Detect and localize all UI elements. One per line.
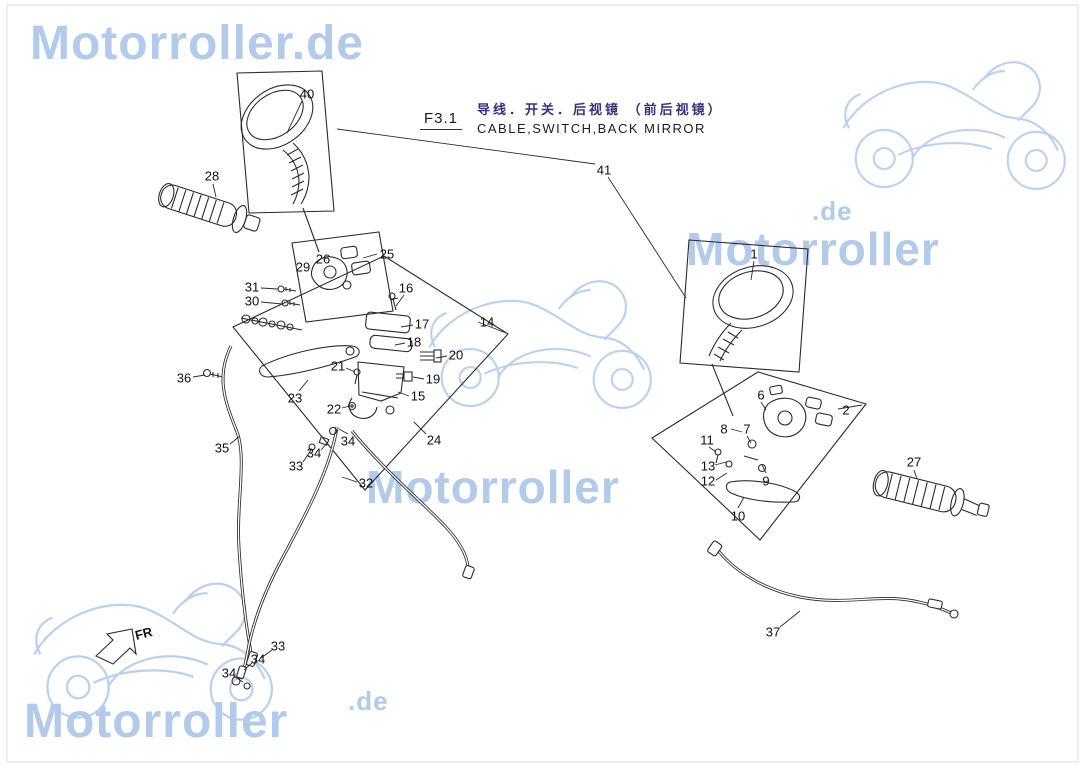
- leader-lines: [192, 100, 918, 683]
- watermark-brand-bottom: Motorroller: [24, 695, 289, 748]
- watermark-brand-mid-right: Motorroller: [686, 223, 940, 275]
- left-grip: [158, 183, 261, 234]
- right-grip: [872, 469, 990, 517]
- cables: [221, 345, 475, 680]
- left-mirror-assembly: [236, 70, 335, 214]
- right-mirror-assembly: [679, 239, 809, 373]
- washer-stack: [240, 314, 303, 331]
- left-switch-assembly: [291, 231, 394, 323]
- figure-ref: F3.1: [420, 110, 463, 130]
- master-cylinder-assembly: [232, 255, 509, 491]
- watermark-brand-top: Motorroller.de: [30, 17, 365, 70]
- title-english: CABLE,SWITCH,BACK MIRROR: [477, 121, 706, 136]
- screw-36: [202, 368, 224, 378]
- watermark-brand-center: Motorroller: [366, 461, 620, 513]
- watermark-de-mid: .de: [812, 196, 853, 226]
- title-chinese: 导线．开关．后视镜 （前后视镜）: [477, 102, 724, 117]
- mirror-mount-line: [302, 207, 320, 253]
- screws-31-30: [277, 285, 301, 307]
- fr-arrow: [95, 628, 137, 665]
- throttle-cable: [707, 540, 959, 619]
- diagram-line-art: [95, 70, 990, 690]
- cable-end-fittings: [231, 651, 258, 690]
- right-switch-assembly: [651, 371, 867, 541]
- watermark-motorcycle-sketches: [33, 61, 1066, 721]
- watermark-de-bottom: .de: [348, 686, 389, 716]
- right-mirror-mount-line: [711, 363, 734, 417]
- page-frame: [6, 4, 1079, 763]
